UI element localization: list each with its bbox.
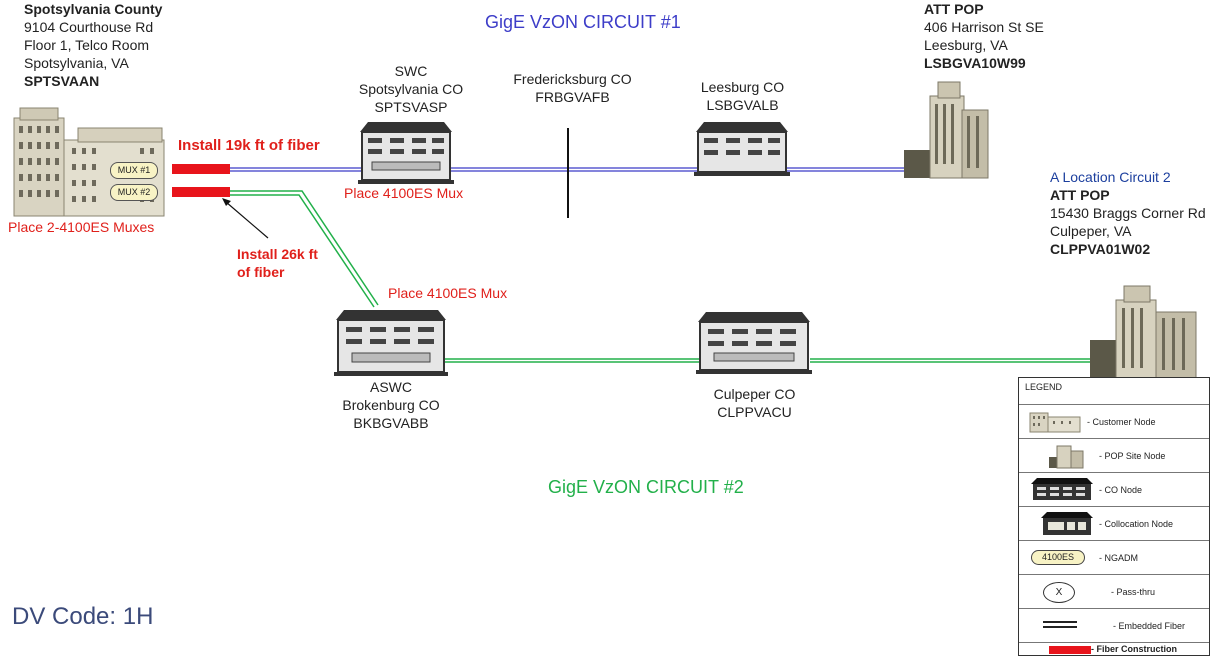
- att-pop1-line2: 406 Harrison St SE: [924, 19, 1044, 35]
- legend-label: - Pass-thru: [1111, 587, 1156, 597]
- legend-label: - Collocation Node: [1099, 519, 1174, 529]
- customer-name: Spotsylvania County: [24, 1, 163, 17]
- swc-note: Place 4100ES Mux: [344, 185, 464, 201]
- leesburg-co-building-icon: [694, 122, 790, 176]
- legend-item-fiber-construction: - Fiber Construction: [1019, 642, 1209, 656]
- legend-label: - Customer Node: [1087, 417, 1156, 427]
- swc-line2: Spotsylvania CO: [358, 81, 464, 97]
- att-pop2-line2: 15430 Braggs Corner Rd: [1050, 205, 1206, 221]
- leesburg-co-label: Leesburg CO LSBGVALB: [680, 78, 805, 114]
- customer-city: Spotsylvania, VA: [24, 55, 129, 71]
- embedded-fiber-icon: [1043, 621, 1077, 628]
- legend-label: - POP Site Node: [1099, 451, 1166, 461]
- fiber-construction-icon: [1049, 646, 1091, 654]
- fiber2-note-line1: Install 26k ft: [237, 246, 318, 262]
- legend-label: - NGADM: [1099, 553, 1138, 563]
- mux2-badge: MUX #2: [110, 184, 158, 201]
- customer-mux-note: Place 2-4100ES Muxes: [8, 219, 155, 235]
- att-pop2-line3: Culpeper, VA: [1050, 223, 1132, 239]
- customer-address: 9104 Courthouse Rd: [24, 19, 154, 35]
- pop-building-icon: [1049, 445, 1084, 469]
- leesburg-co-line2: LSBGVALB: [706, 97, 779, 113]
- ngadm-icon: 4100ES: [1031, 550, 1085, 565]
- leesburg-co-line1: Leesburg CO: [700, 79, 785, 95]
- fiber-construction-bar-1: [172, 164, 230, 174]
- fiber-construction-bar-2: [172, 187, 230, 197]
- legend-item-pop: - POP Site Node: [1019, 438, 1209, 473]
- customer-floor: Floor 1, Telco Room: [24, 37, 150, 53]
- legend-item-pass-thru: X - Pass-thru: [1019, 574, 1209, 609]
- aswc-line1: ASWC: [370, 379, 412, 395]
- fiber-note-arrow: [222, 198, 269, 239]
- aswc-note: Place 4100ES Mux: [388, 285, 508, 301]
- circuit1-title: GigE VzON CIRCUIT #1: [485, 12, 681, 32]
- aswc-line2: Brokenburg CO: [342, 397, 440, 413]
- collocation-icon: [1041, 512, 1093, 535]
- fredericksburg-label: Fredericksburg CO FRBGVAFB: [500, 70, 645, 106]
- fiber2-note-line2: of fiber: [237, 264, 285, 280]
- fiber1-note: Install 19k ft of fiber: [178, 137, 320, 154]
- att-pop2-line1: ATT POP: [1050, 187, 1110, 203]
- swc-label: SWC Spotsylvania CO SPTSVASP: [346, 62, 476, 116]
- att-pop2-building-icon: [1090, 285, 1197, 379]
- aswc-line3: BKBGVABB: [353, 415, 429, 431]
- legend-label: - Embedded Fiber: [1113, 621, 1186, 631]
- mux1-badge: MUX #1: [110, 162, 158, 179]
- fredericksburg-line2: FRBGVAFB: [535, 89, 610, 105]
- att-pop2-header: A Location Circuit 2: [1050, 169, 1171, 185]
- pass-thru-icon: X: [1043, 582, 1075, 603]
- att-pop2-line4: CLPPVA01W02: [1050, 241, 1151, 257]
- culpeper-co-line1: Culpeper CO: [713, 386, 796, 402]
- legend-item-ngadm: 4100ES - NGADM: [1019, 540, 1209, 575]
- legend: LEGEND - Customer Node - POP Site Node -…: [1018, 377, 1210, 656]
- culpeper-co-line2: CLPPVACU: [717, 404, 792, 420]
- swc-co-building-icon: [358, 122, 454, 184]
- legend-item-co: - CO Node: [1019, 472, 1209, 507]
- circuit2-title: GigE VzON CIRCUIT #2: [548, 477, 744, 497]
- swc-line1: SWC: [394, 63, 428, 79]
- att-pop1-line1: ATT POP: [924, 1, 984, 17]
- customer-block: Spotsylvania County 9104 Courthouse Rd F…: [24, 0, 162, 90]
- legend-label: - CO Node: [1099, 485, 1143, 495]
- legend-item-collocation: - Collocation Node: [1019, 506, 1209, 541]
- swc-line3: SPTSVASP: [374, 99, 448, 115]
- customer-building-icon: [1029, 412, 1081, 433]
- co-building-icon: [1031, 478, 1093, 500]
- fiber2-note: Install 26k ft of fiber: [237, 245, 318, 281]
- aswc-co-building-icon: [334, 310, 448, 376]
- legend-title: LEGEND: [1025, 382, 1063, 392]
- att-pop2-block: A Location Circuit 2 ATT POP 15430 Bragg…: [1050, 168, 1206, 258]
- dv-code: DV Code: 1H: [12, 603, 154, 630]
- att-pop1-line4: LSBGVA10W99: [924, 55, 1026, 71]
- att-pop1-building-icon: [904, 81, 989, 179]
- legend-item-embedded-fiber: - Embedded Fiber: [1019, 608, 1209, 643]
- circuit2-line: [230, 190, 1108, 363]
- fredericksburg-line1: Fredericksburg CO: [513, 71, 632, 87]
- aswc-label: ASWC Brokenburg CO BKBGVABB: [326, 378, 456, 432]
- customer-clli: SPTSVAAN: [24, 73, 100, 89]
- att-pop1-line3: Leesburg, VA: [924, 37, 1008, 53]
- culpeper-co-label: Culpeper CO CLPPVACU: [692, 385, 817, 421]
- culpeper-co-building-icon: [696, 312, 812, 374]
- legend-label: - Fiber Construction: [1091, 644, 1177, 654]
- att-pop1-block: ATT POP 406 Harrison St SE Leesburg, VA …: [924, 0, 1044, 72]
- legend-item-customer: - Customer Node: [1019, 404, 1209, 439]
